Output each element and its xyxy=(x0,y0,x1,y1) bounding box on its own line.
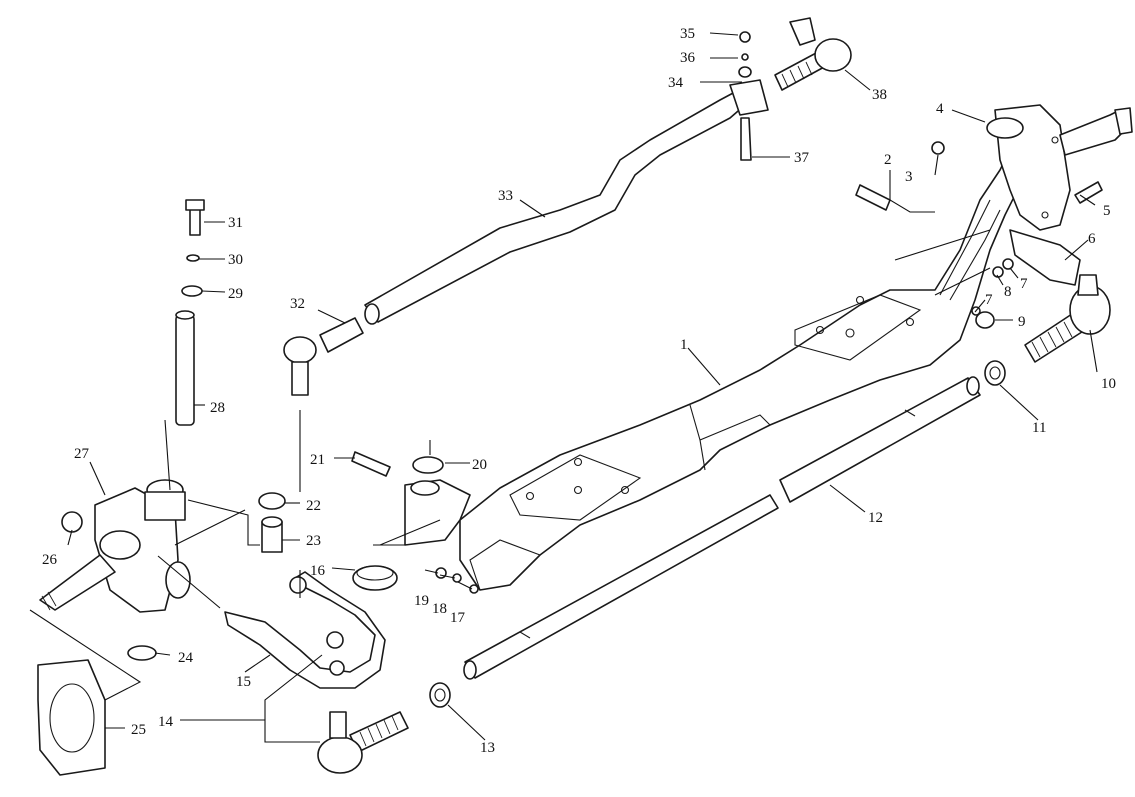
nut-11 xyxy=(984,360,1006,386)
plate-24 xyxy=(127,645,157,661)
right-steering-knuckle xyxy=(986,104,1133,286)
callout-38: 38 xyxy=(872,87,887,103)
callout-17: 17 xyxy=(450,610,466,626)
steering-arm xyxy=(224,571,386,689)
callout-9: 9 xyxy=(1018,314,1026,330)
tie-rod xyxy=(463,376,981,680)
callout-18: 18 xyxy=(432,601,447,617)
callout-19: 19 xyxy=(414,593,429,609)
callout-16: 16 xyxy=(310,563,326,579)
callout-7a: 7 xyxy=(1020,276,1028,292)
upper-ball-joint xyxy=(774,17,852,91)
callout-8: 8 xyxy=(1004,284,1012,300)
callout-27: 27 xyxy=(74,446,90,462)
callout-31: 31 xyxy=(228,215,243,231)
left-steering-knuckle xyxy=(39,479,191,613)
callout-23: 23 xyxy=(306,533,321,549)
callout-1: 1 xyxy=(680,337,688,353)
callout-32: 32 xyxy=(290,296,305,312)
callout-12: 12 xyxy=(868,510,883,526)
left-tie-rod-end xyxy=(317,711,409,774)
callout-20: 20 xyxy=(472,457,487,473)
callout-13: 13 xyxy=(480,740,495,756)
nut-26 xyxy=(61,511,83,533)
callout-11: 11 xyxy=(1032,420,1046,436)
callout-5: 5 xyxy=(1103,203,1111,219)
callout-29: 29 xyxy=(228,286,243,302)
gasket-25 xyxy=(37,659,106,776)
axle-beam xyxy=(459,149,1031,591)
callout-3: 3 xyxy=(905,169,913,185)
callout-15: 15 xyxy=(236,674,251,690)
callout-36: 36 xyxy=(680,50,696,66)
callout-28: 28 xyxy=(210,400,225,416)
leader-lines xyxy=(29,32,1098,743)
drag-link xyxy=(283,91,746,396)
callout-30: 30 xyxy=(228,252,243,268)
callout-22: 22 xyxy=(306,498,321,514)
callout-14: 14 xyxy=(158,714,174,730)
right-tie-rod-end xyxy=(1024,274,1111,363)
callout-7b: 7 xyxy=(985,292,993,308)
callout-34: 34 xyxy=(668,75,684,91)
king-pin xyxy=(175,314,195,426)
callout-10: 10 xyxy=(1101,376,1116,392)
callout-2: 2 xyxy=(884,152,892,168)
callout-4: 4 xyxy=(936,101,944,117)
callout-21: 21 xyxy=(310,452,325,468)
callout-25: 25 xyxy=(131,722,146,738)
steering-arm-bracket xyxy=(351,451,471,591)
callout-35: 35 xyxy=(680,26,695,42)
callout-24: 24 xyxy=(178,650,194,666)
callout-33: 33 xyxy=(498,188,513,204)
callout-labels: 1 2 3 4 5 6 7 7 8 9 10 11 12 13 14 15 16… xyxy=(42,26,1116,756)
nut-13 xyxy=(429,682,451,708)
drag-link-clamp xyxy=(729,31,769,161)
callout-6: 6 xyxy=(1088,231,1096,247)
callout-26: 26 xyxy=(42,552,58,568)
callout-37: 37 xyxy=(794,150,810,166)
